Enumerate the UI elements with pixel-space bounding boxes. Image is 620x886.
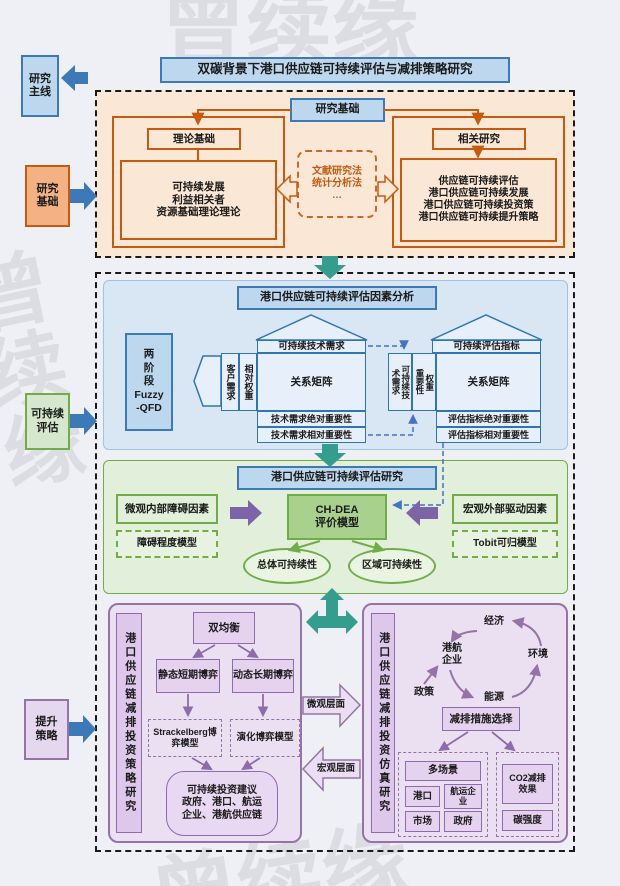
evaluation-header: 港口供应链可持续评估研究 [237, 466, 437, 490]
fuzzy-qfd-box: 两 阶 段 Fuzzy -QFD [125, 333, 173, 431]
macro-driver-box: 宏观外部驱动因素 [452, 494, 558, 524]
scenario-port: 港口 [405, 786, 440, 807]
house1-relative-importance: 技术需求相对重要性 [257, 427, 366, 443]
main-line-label: 研究 主线 [21, 55, 59, 117]
cycle-environment: 环境 [528, 649, 548, 661]
house2-relation-matrix: 关系矩阵 [436, 353, 541, 411]
evaluation-side-arrow [70, 407, 97, 435]
scenario-market: 市场 [405, 811, 440, 832]
regional-sustainability: 区域可持续性 [348, 548, 436, 584]
dynamic-game-box: 动态长期博弈 [232, 659, 294, 693]
macro-level-label: 宏观层面 [316, 762, 355, 774]
cycle-energy: 能源 [484, 692, 504, 704]
barrier-degree-model: 障碍程度模型 [116, 530, 218, 558]
house2-absolute-importance: 评估指标绝对重要性 [436, 411, 541, 427]
related-items: 供应链可持续评估 港口供应链可持续发展 港口供应链可持续投资策 港口供应链可持续… [400, 158, 557, 242]
house2-relative-importance: 评估指标相对重要性 [436, 427, 541, 443]
theory-title: 理论基础 [147, 128, 241, 150]
side-label-strategy: 提升 策略 [24, 699, 69, 760]
micro-level-label: 微观层面 [306, 698, 345, 710]
house1-pentagon-label: 相关 矩阵 [199, 373, 220, 391]
effects-group [496, 752, 559, 837]
evolution-model-box: 演化博弈模型 [230, 719, 300, 757]
title-to-mainline-arrow [61, 65, 88, 91]
methods-box: 文献研究法 统计分析法 … [297, 150, 377, 218]
overall-sustainability: 总体可持续性 [243, 548, 331, 584]
strategy-side-arrow [69, 715, 96, 743]
scenario-shipping: 航运企 业 [444, 784, 482, 809]
related-title: 相关研究 [432, 128, 526, 150]
scenario-government: 政府 [444, 811, 482, 832]
strategy-right-side-label: 港口供应链减排投资仿真研究 [371, 613, 395, 833]
dual-equilibrium-box: 双均衡 [193, 612, 255, 644]
house2-roof-label: 相关矩阵 [467, 326, 504, 337]
carbon-intensity-box: 碳强度 [502, 810, 553, 831]
page-title: 双碳背景下港口供应链可持续评估与减排策略研究 [160, 57, 510, 83]
measures-box: 减排措施选择 [442, 707, 520, 731]
house1-customer-needs: 客户需求 [221, 353, 239, 411]
house2-top: 可持续评估指标 [432, 340, 541, 353]
micro-barrier-box: 微观内部障碍因素 [116, 494, 218, 524]
side-label-evaluation: 可持续 评估 [25, 393, 70, 450]
foundation-header: 研究基础 [290, 98, 385, 122]
ch-dea-model: CH-DEA 评价模型 [287, 494, 387, 540]
factor-analysis-header: 港口供应链可持续评估因素分析 [237, 286, 437, 310]
house1-relation-matrix: 关系矩阵 [257, 353, 366, 411]
side-label-foundation: 研究 基础 [25, 165, 70, 227]
foundation-side-arrow [70, 182, 97, 210]
co2-effect-box: CO2减排 效果 [502, 764, 553, 804]
cycle-port-shipping: 港航 企业 [442, 642, 462, 666]
strategy-left-side-label: 港口供应链减排投资策略研究 [116, 613, 142, 833]
scenario-title: 多场景 [405, 761, 481, 781]
investment-advice-box: 可持续投资建议 政府、港口、航运 企业、港航供应链 [166, 771, 278, 836]
watermark-middle: 曾续缘 [0, 243, 89, 497]
theory-items: 可持续发展 利益相关者 资源基础理论理论 [120, 160, 277, 240]
mid-col-weight-importance: 权重 重要性 [412, 353, 436, 411]
house1-top: 可持续技术需求 [257, 340, 366, 353]
scenario-group [398, 752, 488, 837]
house1-absolute-importance: 技术需求绝对重要性 [257, 411, 366, 427]
tobit-model: Tobit可归模型 [452, 530, 558, 558]
static-game-box: 静态短期博弈 [156, 659, 220, 693]
house1-relative-weight: 相对权重 [239, 353, 257, 411]
stackelberg-model-box: Strackelberg博弈模型 [148, 719, 222, 757]
mid-col-tech-needs: 可持续技 术需求 [388, 353, 412, 411]
house1-roof-label: 相关矩阵 [292, 326, 329, 337]
cycle-policy: 政策 [414, 687, 434, 699]
cycle-economy: 经济 [484, 616, 504, 628]
